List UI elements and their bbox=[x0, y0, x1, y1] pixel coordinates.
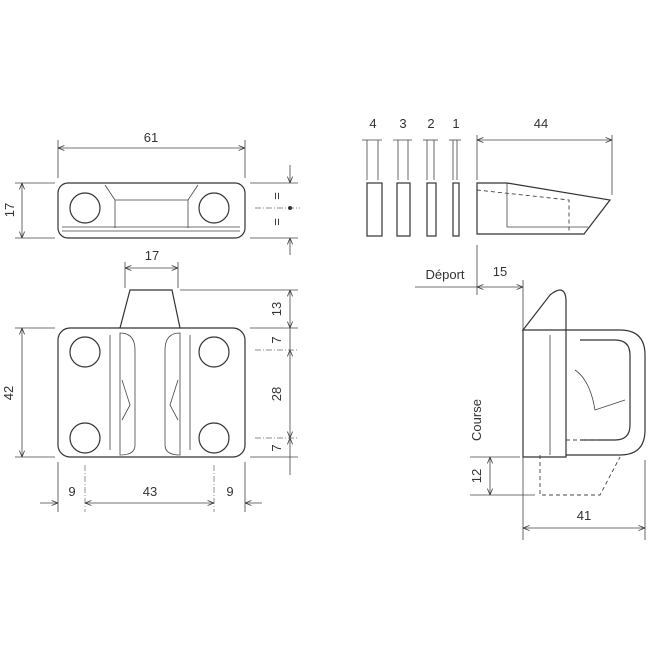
equal-mark: = bbox=[269, 218, 284, 226]
dim-edge-bottom-label: 7 bbox=[269, 444, 284, 451]
dim-wedge-length-label: 44 bbox=[534, 116, 548, 131]
dim-travel-extra-label: 12 bbox=[469, 469, 484, 483]
dim-hole-spacing-h-label: 43 bbox=[143, 484, 157, 499]
dim-height-label: 42 bbox=[1, 386, 16, 400]
dim-edge-top-label: 7 bbox=[269, 336, 284, 343]
dim-tab-width-label: 17 bbox=[145, 248, 159, 263]
shims: 4 3 2 1 bbox=[362, 116, 461, 237]
equal-mark: = bbox=[269, 192, 284, 200]
dim-depth-label: 41 bbox=[577, 508, 591, 523]
shim-label: 1 bbox=[452, 116, 459, 131]
shim-3 bbox=[396, 182, 411, 237]
dim-height-label: 17 bbox=[2, 203, 17, 217]
screw-hole bbox=[69, 336, 101, 368]
dim-offset-label: 15 bbox=[493, 264, 507, 279]
screw-hole bbox=[198, 336, 230, 368]
dim-hole-spacing-v-label: 28 bbox=[269, 387, 284, 401]
dim-tab-height-label: 13 bbox=[269, 302, 284, 316]
shim-1 bbox=[452, 182, 460, 237]
front-view: 17 42 13 7 28 7 9 43 9 bbox=[1, 248, 298, 512]
screw-hole bbox=[69, 422, 101, 454]
shim-label: 4 bbox=[369, 116, 376, 131]
dim-edge-right-label: 9 bbox=[226, 484, 233, 499]
tab bbox=[119, 289, 181, 329]
side-view: Déport 15 Course 12 41 bbox=[415, 245, 646, 540]
shim-label: 2 bbox=[427, 116, 434, 131]
screw-hole bbox=[69, 192, 101, 224]
travel-label: Course bbox=[469, 399, 484, 441]
top-view-body bbox=[57, 182, 246, 239]
screw-hole bbox=[198, 192, 230, 224]
offset-label: Déport bbox=[425, 267, 464, 282]
dim-width-label: 61 bbox=[144, 130, 158, 145]
top-view: 61 17 = = bbox=[2, 130, 300, 255]
wedge-view: 44 bbox=[476, 116, 613, 235]
shim-label: 3 bbox=[399, 116, 406, 131]
shim-2 bbox=[426, 182, 437, 237]
shim-4 bbox=[366, 182, 383, 237]
screw-hole bbox=[198, 422, 230, 454]
dim-edge-left-label: 9 bbox=[68, 484, 75, 499]
front-view-body bbox=[57, 327, 246, 458]
